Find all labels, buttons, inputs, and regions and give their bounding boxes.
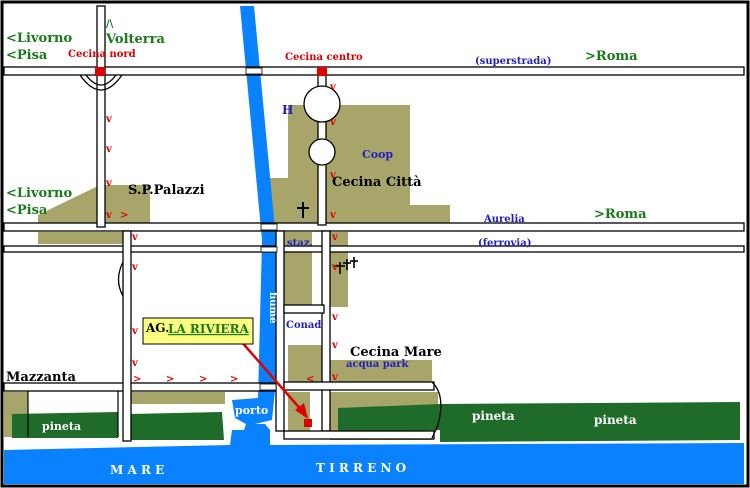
svg-text:v: v — [131, 326, 139, 337]
label-livorno-top: <Livorno — [6, 31, 72, 46]
label-tirreno: T I R R E N O — [316, 461, 406, 475]
svg-text:v: v — [331, 262, 339, 273]
label-roma-top: >Roma — [585, 49, 638, 64]
svg-text:>: > — [133, 374, 141, 385]
svg-text:v: v — [105, 114, 113, 125]
label-cecina-nord: Cecina nord — [68, 49, 136, 60]
svg-text:>: > — [166, 374, 174, 385]
svg-text:v: v — [105, 210, 113, 221]
svg-text:>: > — [199, 374, 207, 385]
label-pineta-right: pineta — [594, 413, 637, 427]
direction-arrow — [239, 339, 308, 419]
label-pineta-left: pineta — [42, 420, 81, 433]
label-cecina-centro: Cecina centro — [285, 52, 363, 63]
label-roma-mid: >Roma — [594, 207, 647, 222]
road-lungomare — [283, 430, 435, 440]
label-mazzanta: Mazzanta — [6, 370, 76, 385]
road-volterra — [96, 5, 106, 228]
road-left-lower — [27, 391, 119, 437]
svg-text:<: < — [306, 374, 314, 385]
svg-text:v: v — [131, 262, 139, 273]
interchange-north — [79, 74, 123, 91]
pine-forests — [12, 402, 740, 442]
svg-text:v: v — [131, 232, 139, 243]
label-ferrovia: (ferrovia) — [478, 238, 531, 249]
label-coop: Coop — [362, 148, 393, 161]
label-volterra-arrow: /\ — [106, 19, 114, 30]
cemetery-icon — [335, 257, 358, 274]
label-porto: porto — [235, 404, 268, 417]
label-livorno-mid: <Livorno — [6, 186, 72, 201]
exit-cecina-centro-marker — [317, 67, 327, 76]
label-conad: Conad — [286, 320, 321, 331]
label-sp-palazzi: S.P.Palazzi — [128, 183, 205, 198]
svg-text:v: v — [331, 340, 339, 351]
svg-text:v: v — [331, 232, 339, 243]
svg-text:>: > — [230, 374, 238, 385]
sea — [4, 424, 744, 484]
svg-text:v: v — [329, 210, 337, 221]
bridges — [245, 67, 278, 391]
label-staz: staz. — [287, 238, 313, 249]
road-superstrada — [3, 66, 745, 76]
label-cecina-citta: Cecina Città — [332, 175, 422, 190]
label-pisa-mid: <Pisa — [6, 203, 48, 218]
label-acqua-park: acqua park — [346, 359, 410, 370]
svg-text:v: v — [329, 82, 337, 93]
label-pisa-top: <Pisa — [6, 48, 48, 63]
label-mare: M A R E — [110, 463, 164, 477]
svg-text:v: v — [105, 144, 113, 155]
label-aurelia: Aurelia — [483, 214, 525, 225]
road-river-left — [275, 230, 285, 432]
exit-cecina-nord-marker — [95, 67, 105, 76]
label-cecina-mare: Cecina Mare — [350, 345, 442, 360]
svg-text:>: > — [120, 210, 128, 221]
road-curve-sea — [431, 381, 442, 439]
label-superstrada: (superstrada) — [475, 56, 551, 67]
svg-text:v: v — [331, 372, 339, 383]
road-aurelia — [3, 222, 745, 232]
road-sp-palazzi — [122, 230, 132, 442]
road-curve — [117, 261, 124, 297]
svg-text:v: v — [329, 170, 337, 181]
label-pineta-mid: pineta — [472, 409, 515, 423]
svg-text:v: v — [131, 358, 139, 369]
roundabouts — [303, 85, 341, 166]
river-cecina — [232, 6, 276, 424]
church-icon — [297, 202, 309, 218]
label-ag: AG. — [145, 321, 169, 335]
road-conad-loop — [283, 304, 325, 314]
interchange-north-inner — [85, 74, 117, 86]
svg-text:v: v — [329, 117, 337, 128]
railway — [3, 245, 745, 253]
one-way-markers: v v v v v v v v v v v v v v v v v > > > … — [105, 82, 339, 385]
road-to-sea-right — [321, 230, 331, 432]
label-hospital: H — [282, 103, 293, 117]
svg-text:v: v — [331, 312, 339, 323]
label-volterra: Volterra — [105, 32, 165, 47]
road-mare — [283, 381, 435, 391]
svg-text:v: v — [105, 178, 113, 189]
label-fiume: fiume — [267, 292, 278, 323]
la-riviera-location-marker — [304, 419, 312, 427]
label-la-riviera[interactable]: LA RIVIERA — [168, 322, 250, 336]
la-riviera-box[interactable] — [142, 317, 254, 345]
